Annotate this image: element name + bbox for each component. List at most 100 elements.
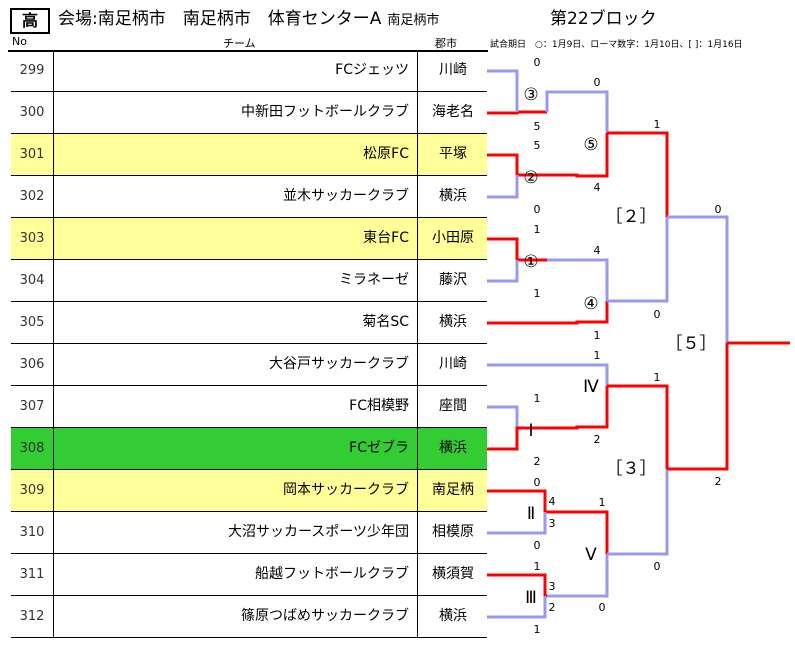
team-name: 東台FC (54, 218, 418, 259)
team-name: 並木サッカークラブ (54, 176, 418, 217)
bracket-line (607, 384, 669, 469)
team-city: 相模原 (432, 524, 474, 540)
team-no: 304 (11, 260, 54, 301)
match-label-mV: Ⅴ (585, 545, 597, 565)
schedule-legend: 試合期日 ○：1月9日、ローマ数字：1月10日、[ ]：1月16日 (490, 40, 743, 50)
bracket-line (487, 596, 547, 619)
match-label-m3: ③ (523, 85, 538, 105)
bracket-line (487, 426, 547, 451)
score-r2-bottom: 0 (654, 308, 661, 321)
team-no: 311 (11, 554, 54, 595)
score-m4-top: 4 (594, 244, 601, 257)
bracket-line (487, 260, 519, 283)
score-mIII-mid-a: 3 (549, 580, 556, 593)
team-no: 299 (11, 50, 54, 91)
score-mII-bottom: 0 (534, 539, 541, 552)
bracket-line (487, 301, 609, 325)
venue-city: 南足柄市 (387, 13, 440, 28)
team-name: FCジェッツ (54, 50, 418, 91)
score-mIII-bottom: 1 (534, 623, 541, 636)
team-name: 大谷戸サッカークラブ (54, 344, 418, 385)
team-city: 平塚 (439, 146, 467, 162)
score-mII-top: 0 (534, 476, 541, 489)
score-mI-bottom: 2 (534, 455, 541, 468)
team-name: 岡本サッカークラブ (54, 470, 418, 511)
bracket-line (667, 343, 729, 471)
match-label-m4: ④ (583, 294, 598, 314)
score-r5-top: 0 (715, 203, 722, 216)
team-name: FC相模野 (54, 386, 418, 427)
column-team: チーム (223, 37, 256, 50)
bracket-line (607, 217, 669, 303)
team-city: 座間 (439, 398, 467, 414)
team-city: 藤沢 (439, 272, 467, 288)
bracket-line (487, 237, 547, 262)
bracket-line (487, 153, 547, 177)
score-m2-bottom: 0 (534, 203, 541, 216)
bracket-line (607, 469, 669, 556)
venue-title: 会場:南足柄市 南足柄市 体育センターA 南足柄市 (58, 8, 439, 32)
team-name: 大沼サッカースポーツ少年団 (54, 512, 418, 553)
bracket-line (487, 363, 609, 386)
team-no: 305 (11, 302, 54, 343)
score-r3-top: 1 (654, 371, 661, 384)
match-label-r2: ［２］ (606, 207, 657, 227)
team-no: 309 (11, 470, 54, 511)
score-m3-top: 0 (534, 56, 541, 69)
bracket-line (487, 110, 547, 115)
team-city: 横浜 (439, 314, 467, 330)
team-name: 船越フットボールクラブ (54, 554, 418, 595)
score-mII-mid-a: 4 (549, 495, 556, 508)
team-no: 312 (11, 596, 54, 637)
team-name: 篠原つばめサッカークラブ (54, 596, 418, 637)
score-m1-top: 1 (534, 223, 541, 236)
team-name: ミラネーゼ (54, 260, 418, 301)
team-name: 中新田フットボールクラブ (54, 92, 418, 133)
score-m5-bottom: 4 (594, 181, 601, 194)
bracket-line (487, 175, 519, 199)
team-no: 308 (11, 428, 54, 469)
score-mV-bottom: 0 (599, 601, 606, 614)
bracket-line (545, 90, 609, 133)
score-m3-bottom: 5 (534, 120, 541, 133)
bracket-line (487, 405, 519, 428)
team-city: 横浜 (439, 608, 467, 624)
score-r5-bottom: 2 (715, 475, 722, 488)
match-label-m2: ② (523, 168, 538, 188)
match-label-mI: Ⅰ (528, 421, 533, 441)
bracket-line (487, 573, 547, 598)
score-m4-bottom: 1 (594, 329, 601, 342)
bracket-line (547, 554, 609, 598)
match-label-m5: ⑤ (583, 135, 598, 155)
team-city: 横須賀 (432, 566, 474, 582)
score-mIII-mid-b: 2 (549, 601, 556, 614)
match-label-mII: Ⅱ (527, 504, 535, 524)
venue-text: 会場:南足柄市 南足柄市 体育センターA (58, 9, 382, 29)
score-m1-bottom: 1 (534, 287, 541, 300)
bracket-line (547, 386, 609, 430)
team-name: 松原FC (54, 134, 418, 175)
match-label-r3: ［３］ (606, 459, 657, 479)
bracket-line (667, 215, 729, 343)
bracket-line (487, 69, 519, 112)
score-r3-bottom: 0 (654, 560, 661, 573)
score-mIV-top: 1 (594, 349, 601, 362)
score-m2-top: 5 (534, 139, 541, 152)
column-header: No チーム 郡市 (8, 34, 488, 52)
match-label-m1: ① (523, 252, 538, 272)
grade-badge: 高 (10, 8, 50, 34)
score-labels: 0 5 5 0 1 1 1 2 0 4 3 0 1 3 2 1 0 4 4 1 … (534, 56, 722, 636)
team-name: FCゼブラ (54, 428, 418, 469)
team-no: 301 (11, 134, 54, 175)
score-mII-mid-b: 3 (549, 517, 556, 530)
team-city: 小田原 (432, 230, 474, 246)
